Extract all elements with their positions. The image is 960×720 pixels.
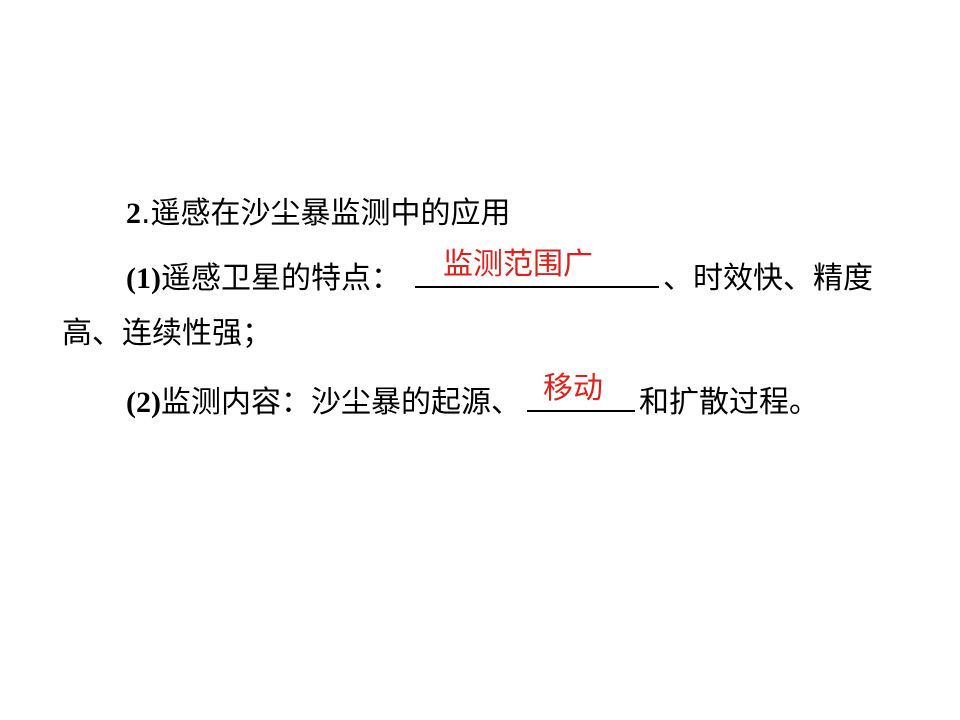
heading-text: 遥感在沙尘暴监测中的应用 [150, 196, 511, 231]
item-2-answer: 移动 [542, 371, 603, 406]
section-heading: 2.遥感在沙尘暴监测中的应用 [126, 196, 511, 232]
item-2-suffix: 和扩散过程。 [638, 385, 819, 420]
item-1-suffix: 、时效快、精度 [662, 261, 873, 296]
item-2-prefix: 监测内容：沙尘暴的起源、 [160, 385, 521, 420]
item-1-answer: 监测范围广 [442, 247, 593, 282]
item-1-continuation-text: 高、连续性强； [62, 316, 272, 351]
item-1-prefix: 遥感卫星的特点： [160, 261, 401, 296]
item-2-blank: 移动 [526, 372, 635, 412]
item-1-label: (1) [126, 262, 161, 295]
item-2-label: (2) [126, 386, 161, 419]
item-1-blank: 监测范围广 [414, 248, 659, 288]
heading-separator: . [141, 196, 151, 231]
item-1-line: (1)遥感卫星的特点： 监测范围广 、时效快、精度 [126, 248, 873, 297]
item-1-continuation: 高、连续性强； [62, 316, 272, 352]
heading-number: 2 [126, 197, 141, 230]
item-2-line: (2)监测内容：沙尘暴的起源、移动和扩散过程。 [126, 372, 819, 421]
